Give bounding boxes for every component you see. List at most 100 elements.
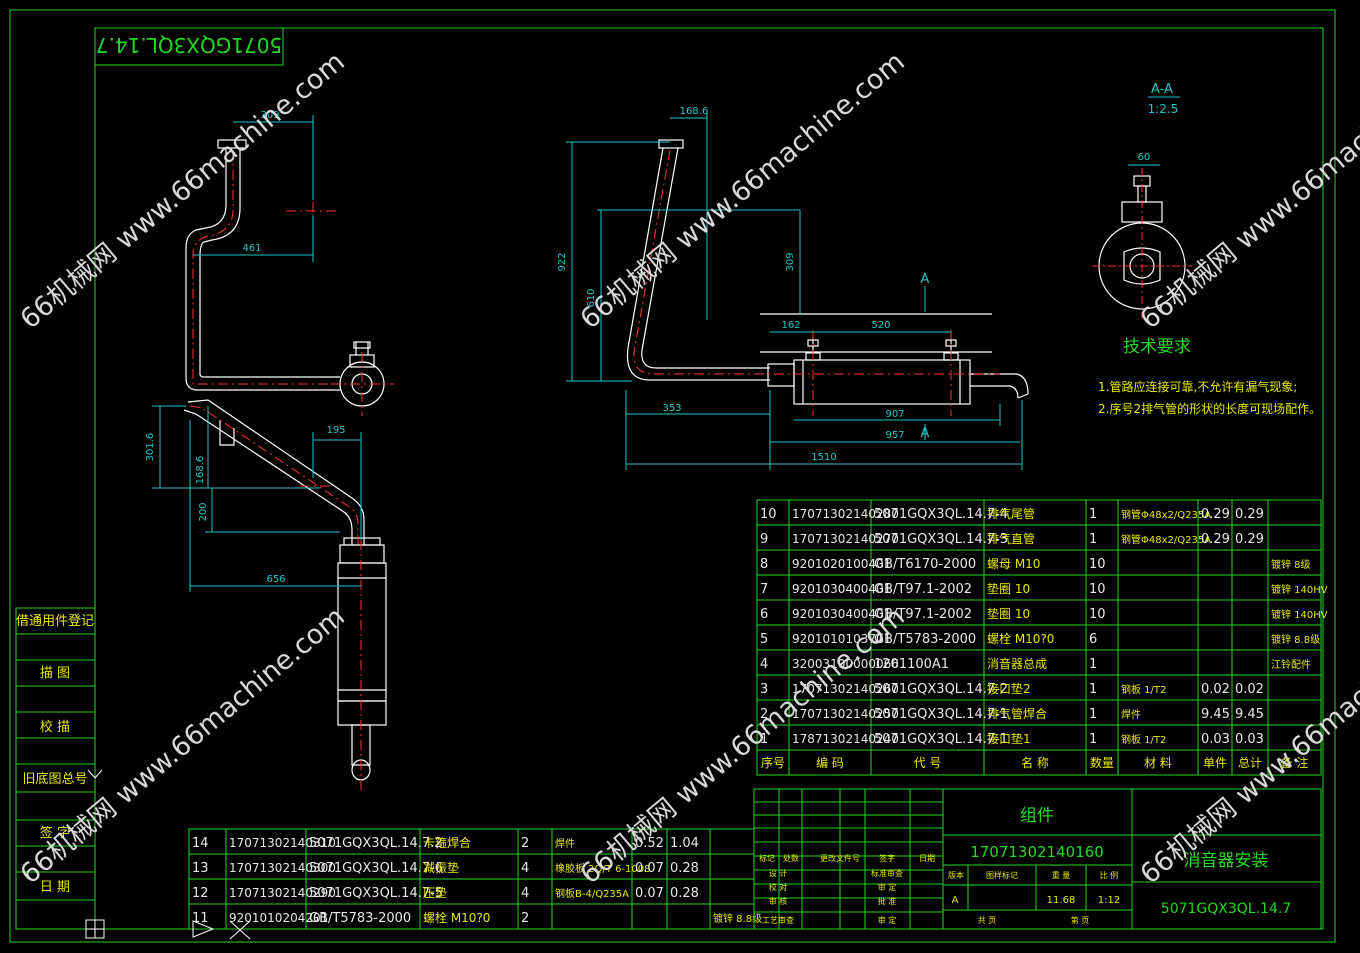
bom-main-grid-cell: 6 xyxy=(760,607,768,622)
bom-lower-grid-cell: 9201010204201 xyxy=(229,911,328,925)
section-dim-60: 60 xyxy=(1138,152,1151,163)
bom-lower-grid-cell: 0.28 xyxy=(670,861,699,876)
bom-main-grid-cell: 8 xyxy=(760,557,768,572)
bom-head-cell: 代 号 xyxy=(914,756,942,770)
bom-lower-grid-cell: 4 xyxy=(521,886,529,901)
middle-view-pipe xyxy=(626,139,1029,405)
tb-di: 第 页 xyxy=(1071,915,1090,925)
tb-pizhun2: 审 定 xyxy=(878,915,897,925)
bom-main-grid-cell: 排气直管 xyxy=(987,531,1035,546)
bom-main-grid-cell: 钢板 1/T2 xyxy=(1121,683,1166,696)
bom-lower-grid-cell: 4 xyxy=(521,861,529,876)
bom-head-cell: 序号 xyxy=(761,755,785,770)
header-code: 5071GQX3QL.14.7 xyxy=(96,33,282,57)
dim-left-309: 309 xyxy=(260,110,279,121)
bom-lower-grid-cell: 5071GQX3QL.14.7.2 xyxy=(309,836,443,851)
bom-main-grid-cell: 10 xyxy=(1089,607,1106,622)
bom-main-grid-cell: 接口垫2 xyxy=(987,681,1031,696)
bom-head-cell: 数量 xyxy=(1090,755,1114,770)
bom-main-grid-cell: 9201030400401 xyxy=(792,582,891,596)
bom-lower-grid-cell: 0.52 xyxy=(635,836,664,851)
bom-lower-grid-cell: 13 xyxy=(192,861,209,876)
section-mark-bottom: A xyxy=(921,426,930,441)
bom-main-grid-cell: 0.03 xyxy=(1235,732,1264,747)
bom-lower-grid-cell: 5071GQX3QL.14.7-5 xyxy=(309,886,443,901)
left-view-centerlines xyxy=(189,150,394,790)
title-block xyxy=(753,788,1322,930)
bom-main-grid-cell: 5071GQX3QL.14.7-1 xyxy=(874,732,1008,747)
bom-lower-grid-cell: 橡胶板 2Q/T 6-1008 xyxy=(555,862,651,875)
bom-main-grid-cell: 江铃配件 xyxy=(1271,658,1311,671)
dim-mid-162: 162 xyxy=(781,320,800,331)
middle-view-centerlines xyxy=(633,149,1000,416)
bom-main-grid-cell: 5071GQX3QL.14.7-2 xyxy=(874,682,1008,697)
bom-main-grid-cell: 9201030400401 xyxy=(792,607,891,621)
bom-lower-grid-cell: 焊件 xyxy=(555,838,575,850)
bom-head-cell: 备 注 xyxy=(1281,755,1309,770)
bom-main-grid-cell: 接口垫1 xyxy=(987,731,1031,746)
tb-banben: 版本 xyxy=(948,870,964,880)
tb-zhongliang: 重 量 xyxy=(1052,870,1071,880)
bom-main-grid-cell: 垫圈 10 xyxy=(987,606,1030,621)
bom-main-grid-cell: GB/T97.1-2002 xyxy=(874,582,972,597)
watermark-2: 66机械网 www.66machine.com xyxy=(575,46,911,335)
bom-main-grid-cell: 0.02 xyxy=(1235,682,1264,697)
tb-pichu: 批 准 xyxy=(878,896,897,906)
bom-main-grid-cell: 3 xyxy=(760,682,768,697)
dim-mid-610: 610 xyxy=(586,288,597,307)
bom-main-grid-cell: 9 xyxy=(760,532,768,547)
bom-lower-grid-cell: 压垫 xyxy=(423,885,447,900)
dim-left-3016: 301.6 xyxy=(145,433,156,462)
panel-label-1: 描 图 xyxy=(40,666,70,681)
bom-main-grid-cell: GB/T97.1-2002 xyxy=(874,607,972,622)
bom-main-grid-cell: 消音器总成 xyxy=(987,656,1047,671)
dim-left-200: 200 xyxy=(198,502,209,521)
bom-main-grid-cell: 排气尾管 xyxy=(987,506,1035,521)
bom-main-grid-cell: 17071302140280 xyxy=(792,507,899,521)
bom-main-grid-cell: 排气管焊合 xyxy=(987,706,1047,721)
bom-main-grid-cell: 17071302140260 xyxy=(792,682,899,696)
bom-main-grid-cell: 钢管Φ48x2/Q235A xyxy=(1121,508,1211,521)
bom-main-grid-cell: 螺母 M10 xyxy=(987,557,1040,571)
bom-main-grid-cell: 垫圈 10 xyxy=(987,581,1030,596)
bom-main-grid-cell: 0.03 xyxy=(1201,732,1230,747)
tb-gong: 共 页 xyxy=(978,916,997,925)
middle-view-dimensions xyxy=(566,110,1023,470)
watermark-1: 66机械网 www.66machine.com xyxy=(15,46,351,335)
bom-head-cell: 编 码 xyxy=(816,755,844,770)
bom-main-grid-cell: 9.45 xyxy=(1235,707,1264,722)
tb-weight: 11.68 xyxy=(1047,895,1076,906)
bom-main-grid-cell: 5071GQX3QL.14.7-3 xyxy=(874,532,1008,547)
tb-bili: 比 例 xyxy=(1100,870,1119,880)
tb-shenhe: 审 核 xyxy=(769,896,788,906)
dim-mid-520: 520 xyxy=(871,320,890,331)
bom-lower-grid-cell: 14 xyxy=(192,836,209,851)
bom-main-grid-cell: 17071302140270 xyxy=(792,532,899,546)
bom-main-grid-cell: 0.29 xyxy=(1235,507,1264,522)
tb-riqi: 日期 xyxy=(919,854,935,863)
bom-main-grid-cell: 1 xyxy=(1089,707,1097,722)
dim-mid-353: 353 xyxy=(662,403,681,414)
bom-main-grid-cell: 17071302140250 xyxy=(792,707,899,721)
bom-lower-grid-cell: 螺栓 M10?0 xyxy=(423,910,490,925)
bom-main-grid-cell: 0.29 xyxy=(1201,507,1230,522)
bom-lower-grid-cell: 镀锌 8.8级 xyxy=(713,912,762,925)
section-mark-top: A xyxy=(921,272,930,287)
bom-main-grid-cell: 10 xyxy=(760,507,777,522)
bom-main-grid-cell: GB/T6170-2000 xyxy=(874,557,976,572)
dim-left-656: 656 xyxy=(266,574,285,585)
bom-lower-grid-cell: 2 xyxy=(521,836,529,851)
bom-main-grid-cell: 镀锌 8级 xyxy=(1271,558,1311,571)
bom-head-cell: 名 称 xyxy=(1021,755,1049,770)
tb-biaozhun: 标准审查 xyxy=(871,868,903,878)
bom-main-table xyxy=(756,499,1322,776)
dim-mid-309: 309 xyxy=(785,252,796,271)
bom-main-grid-cell: 9.45 xyxy=(1201,707,1230,722)
bom-main-grid-cell: 钢管Φ48x2/Q235A xyxy=(1121,533,1211,546)
bom-main-grid-cell: GB/T5783-2000 xyxy=(874,632,976,647)
bom-main-grid-cell: 17871302140240 xyxy=(792,732,899,746)
section-title: A-A xyxy=(1151,82,1173,97)
left-view-dimensions xyxy=(152,115,362,592)
bom-main-grid-cell: 4 xyxy=(760,657,768,672)
